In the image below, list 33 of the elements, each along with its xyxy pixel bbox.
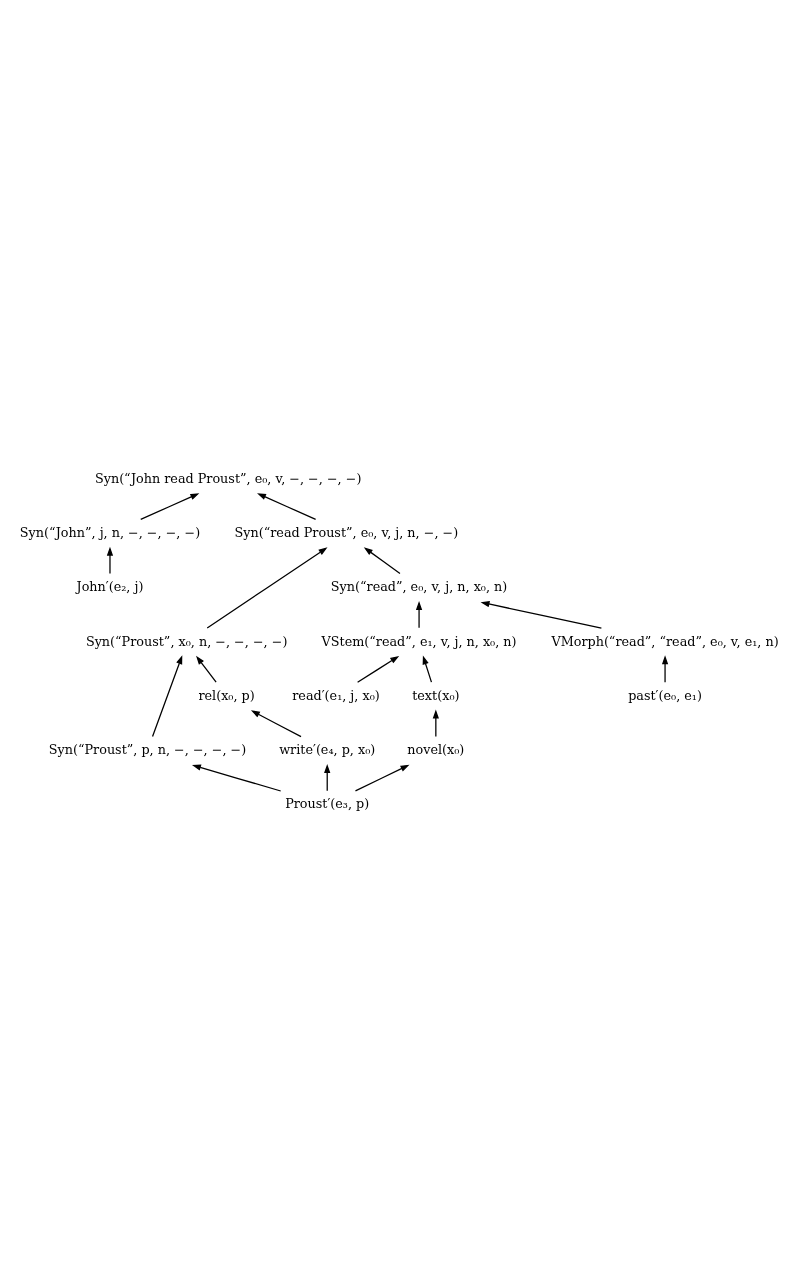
arrow: [191, 764, 282, 792]
arrow: [106, 546, 114, 575]
arrow: [363, 547, 401, 575]
arrow: [422, 655, 433, 683]
node-text: read′(e₁, j, x₀): [292, 687, 380, 703]
arrow: [196, 655, 217, 683]
node-text: Proust′(e₃, p): [285, 796, 370, 812]
node-text: text(x₀): [412, 687, 460, 703]
arrow: [206, 547, 328, 629]
node-text: rel(x₀, p): [198, 687, 255, 703]
arrow: [151, 655, 183, 738]
arrow: [257, 493, 317, 520]
arrow: [480, 601, 603, 629]
node-text: John′(e₂, j): [76, 579, 144, 595]
arrow: [415, 601, 423, 629]
arrow: [356, 655, 400, 683]
node-text: Syn(“Proust”, x₀, n, −, −, −, −): [85, 633, 288, 649]
node-text: novel(x₀): [407, 742, 465, 758]
node-text: Syn(“Proust”, p, n, −, −, −, −): [48, 742, 247, 758]
node-text: Syn(“John”, j, n, −, −, −, −): [19, 524, 201, 540]
node-text: write′(e₄, p, x₀): [279, 742, 376, 758]
arrow: [354, 764, 410, 792]
node-text: VMorph(“read”, “read”, e₀, v, e₁, n): [551, 633, 779, 649]
node-text: Syn(“read Proust”, e₀, v, j, n, −, −): [234, 524, 459, 540]
node-text: past′(e₀, e₁): [628, 687, 702, 703]
arrow: [661, 655, 669, 683]
arrow: [250, 710, 302, 738]
arrow: [140, 493, 200, 520]
node-text: Syn(“read”, e₀, v, j, n, x₀, n): [330, 579, 508, 595]
node-text: Syn(“John read Proust”, e₀, v, −, −, −, −): [94, 470, 362, 486]
arrow: [432, 709, 439, 738]
node-text: VStem(“read”, e₁, v, j, n, x₀, n): [321, 633, 517, 649]
arrow: [324, 763, 331, 792]
